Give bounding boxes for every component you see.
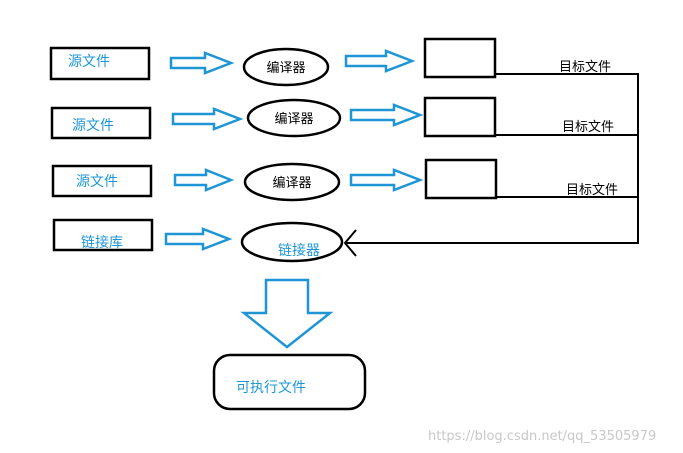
source-file-box-2 [50,106,152,140]
compiler-ellipse-2 [246,98,342,138]
linker-label: 链接器 [278,242,320,259]
object-file-label-1: 目标文件 [559,60,611,75]
source-file-box-3 [51,164,153,198]
row-2: 源文件 编译器 目标文件 [50,96,614,140]
linker-ellipse [240,221,344,263]
connector-main-line [345,73,639,244]
output-node: 可执行文件 [212,353,367,411]
connector-arrowhead [343,229,357,257]
library-box [52,218,154,252]
compiler-label-3: 编译器 [272,176,311,191]
compiler-ellipse-3 [243,162,341,202]
compiler-ellipse-1 [242,47,330,87]
compiler-label-2: 编译器 [274,112,313,127]
object-file-label-2: 目标文件 [562,120,614,135]
object-file-label-3: 目标文件 [566,183,618,198]
source-file-label-1: 源文件 [68,54,110,70]
executable-label: 可执行文件 [236,380,306,396]
arrow-library-to-linker [164,227,233,251]
source-file-label-3: 源文件 [76,174,118,190]
object-file-box-1 [423,37,497,79]
arrow-compiler-to-object-2 [349,103,424,127]
arrow-compiler-to-object-1 [344,49,416,73]
object-file-box-3 [424,158,498,200]
watermark: https://blog.csdn.net/qq_53505979 [428,429,656,444]
executable-box [212,353,367,411]
compiler-label-1: 编译器 [266,61,305,76]
arrow-source-to-compiler-1 [169,51,235,75]
row-3: 源文件 编译器 目标文件 [51,158,618,202]
row-4: 链接库 链接器 [52,218,344,263]
arrow-source-to-compiler-2 [171,107,244,131]
row-1: 源文件 编译器 目标文件 [49,37,611,87]
arrow-compiler-to-object-3 [349,168,424,192]
object-file-box-2 [423,96,497,138]
library-label: 链接库 [81,234,123,251]
source-file-label-2: 源文件 [72,118,114,134]
arrow-linker-to-output [240,278,334,349]
object-to-linker-connector [343,73,639,257]
source-file-box-1 [49,46,151,81]
arrow-source-to-compiler-3 [173,168,235,192]
